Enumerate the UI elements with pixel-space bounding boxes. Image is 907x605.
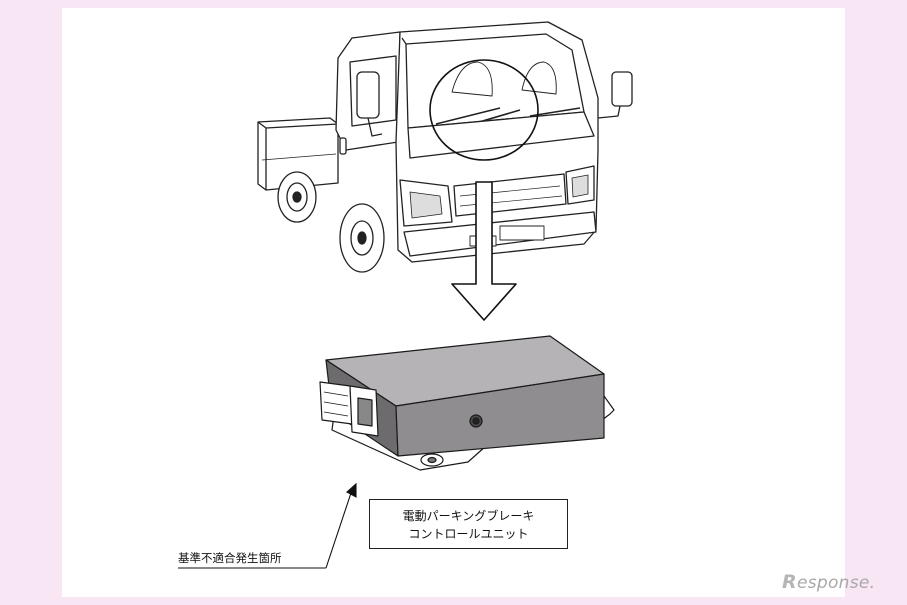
watermark-text: esponse. xyxy=(796,573,876,593)
pointer-arrow xyxy=(178,482,357,569)
defect-location-label: 基準不適合発生箇所 xyxy=(178,551,282,565)
watermark-logo-letter: R xyxy=(782,571,797,593)
component-label-line1: 電動パーキングブレーキ xyxy=(402,509,535,523)
truck-illustration xyxy=(257,21,633,273)
component-label-line2: コントロールユニット xyxy=(408,527,529,541)
zoom-circle xyxy=(429,59,539,161)
response-watermark: Response. xyxy=(782,571,875,593)
control-unit-illustration xyxy=(319,335,615,471)
component-label-box: 電動パーキングブレーキ コントロールユニット xyxy=(369,499,568,549)
down-arrow xyxy=(451,181,517,321)
